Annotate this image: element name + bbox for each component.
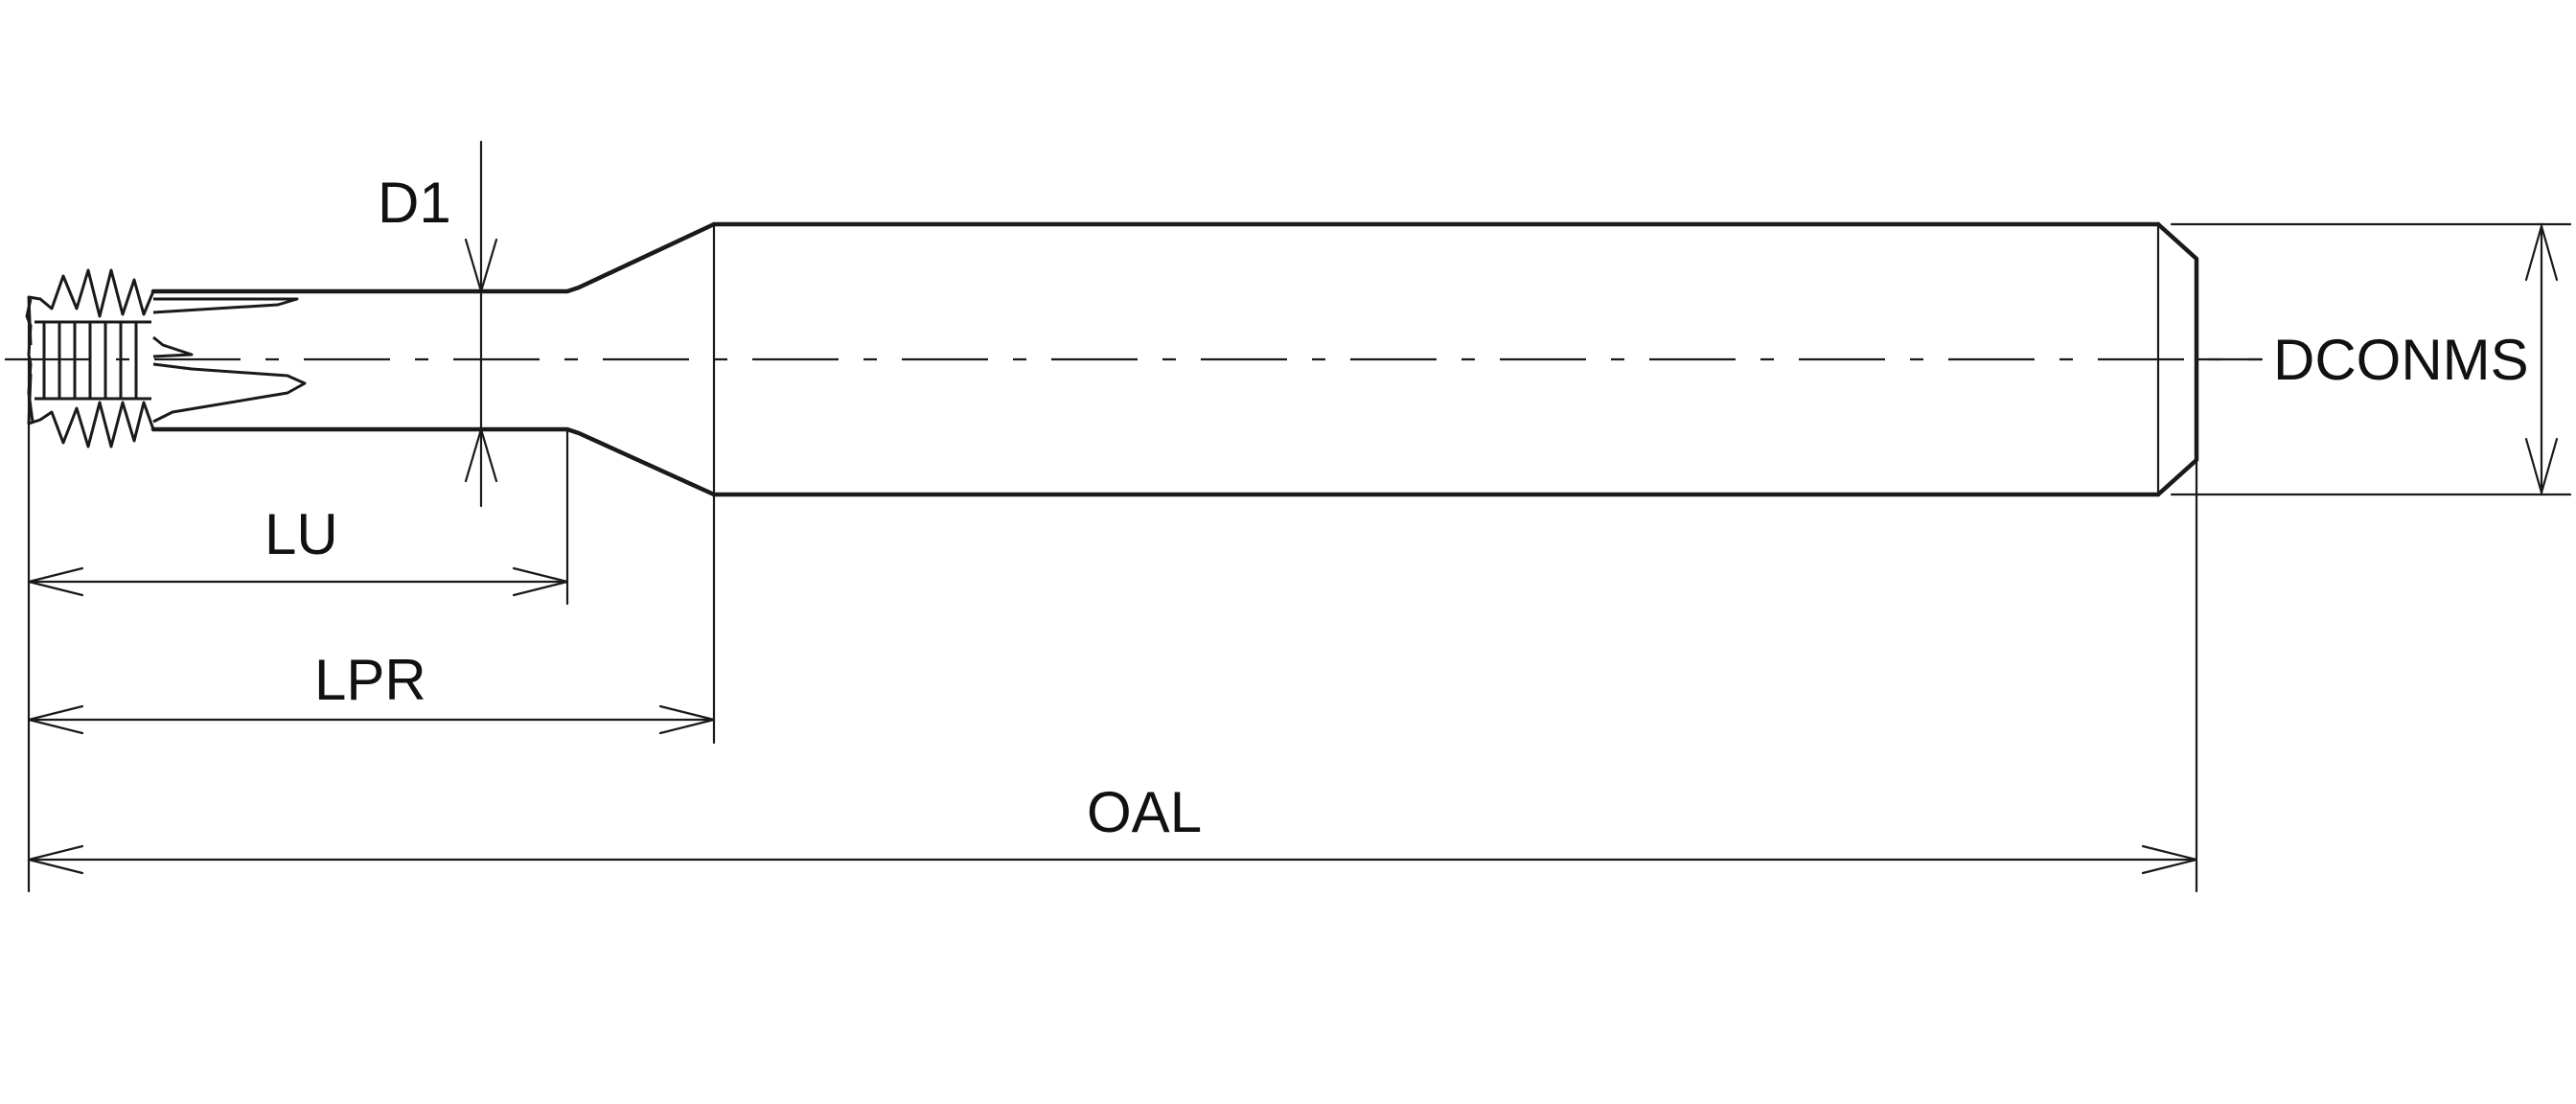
d1-dimension: [464, 140, 498, 508]
extension-lines: [27, 222, 2572, 893]
lpr-dimension: [27, 704, 716, 735]
oal-label: OAL: [1087, 780, 1202, 844]
dconms-dimension: [2195, 221, 2559, 497]
lu-label: LU: [264, 502, 338, 566]
tool-neck: [150, 221, 717, 497]
oal-dimension: [27, 844, 2198, 875]
lu-dimension: [27, 566, 569, 597]
dconms-label: DCONMS: [2273, 328, 2529, 392]
lpr-label: LPR: [314, 648, 426, 712]
d1-label: D1: [378, 171, 451, 235]
